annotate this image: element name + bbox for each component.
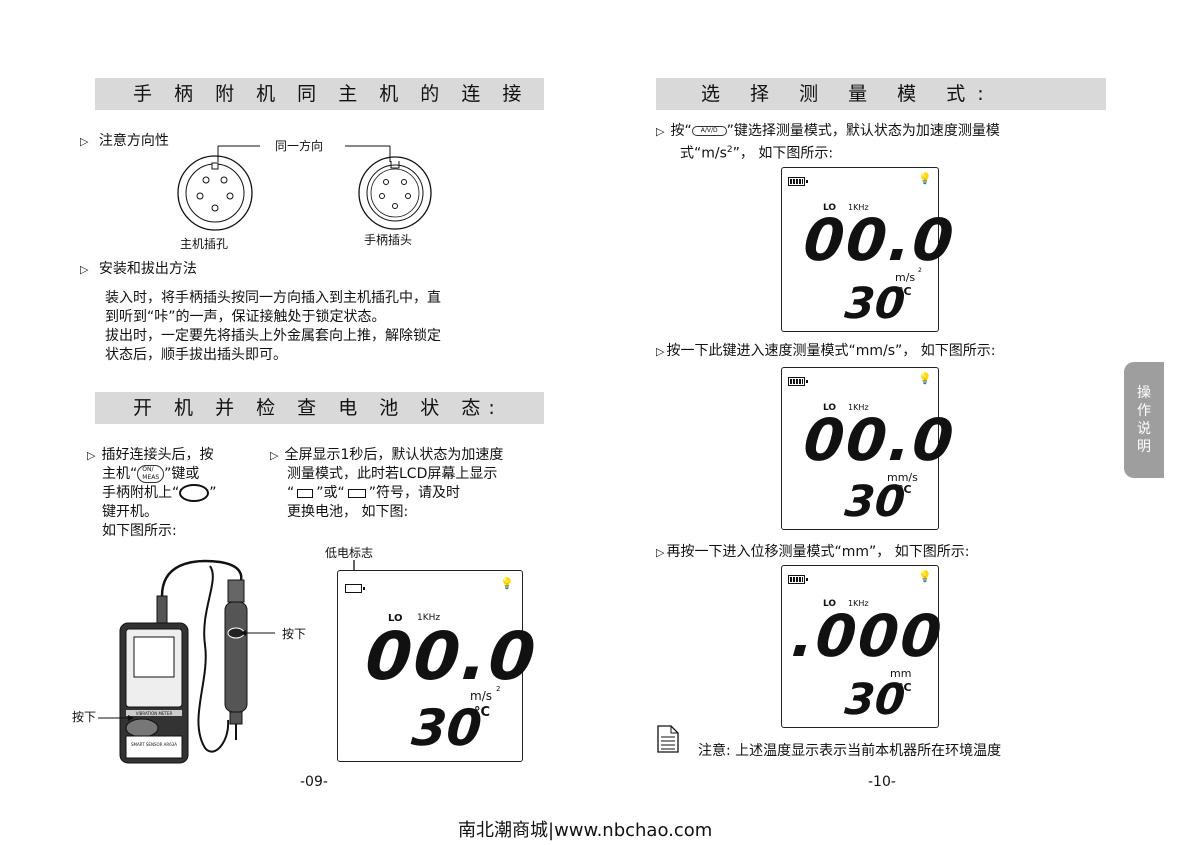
lcd-display-low-battery: 💡 LO 1KHz 00.0 m/s 2 30 °C [337, 570, 540, 762]
install-paragraph: 装入时，将手柄插头按同一方向插入到主机插孔中，直 到听到“咔”的一声，保证接触处… [105, 290, 441, 363]
triangle-bullet-icon: ▷ [656, 546, 665, 559]
same-direction-label: 同一方向 [275, 139, 324, 153]
battery-full-icon [788, 377, 808, 386]
page-number-left: -09- [300, 774, 328, 790]
battery-full-icon [788, 177, 808, 186]
backlight-bulb-icon: 💡 [918, 372, 932, 385]
displacement-mode-text: ▷再按一下进入位移测量模式“mm”， 如下图所示: [656, 544, 970, 560]
section-title-mode: 选 择 测 量 模 式: [656, 78, 1106, 110]
bullet-install: ▷ 安装和拔出方法 [80, 261, 197, 277]
note-document-icon [657, 725, 679, 753]
press-label-handle: 按下 [282, 627, 307, 641]
triangle-bullet-icon: ▷ [656, 345, 665, 358]
lcd-display-displacement: 💡 LO 1KHz .000 mm 30 °C [781, 565, 946, 728]
backlight-bulb-icon: 💡 [918, 570, 932, 583]
connector-diagram [177, 145, 432, 231]
footer-watermark: 南北潮商城|www.nbchao.com [458, 820, 713, 841]
battery-full-icon [788, 575, 808, 584]
side-tab-label: 操 作 说 明 [1137, 385, 1151, 455]
lcd-display-velocity: 💡 LO 1KHz 00.0 mm/s 30 °C [781, 367, 958, 530]
triangle-bullet-icon: ▷ [656, 125, 665, 138]
triangle-bullet-icon: ▷ [270, 449, 279, 462]
vibration-meter-illustration: VIBRATION METER SMART SENSOR AR63A [98, 559, 275, 764]
main-socket-label: 主机插孔 [180, 237, 229, 251]
side-tab-operation[interactable]: 操 作 说 明 [1124, 362, 1164, 478]
low-battery-label: 低电标志 [325, 546, 374, 560]
triangle-bullet-icon: ▷ [87, 449, 96, 462]
device-label: VIBRATION METER [136, 711, 173, 716]
bullet-direction: ▷ 注意方向性 [80, 133, 169, 149]
lcd-display-acceleration: 💡 LO 1KHz 00.0 m/s 2 30 °C [781, 167, 958, 332]
section-title-power: 开 机 并 检 查 电 池 状 态: [95, 392, 544, 424]
device-model-label: SMART SENSOR AR63A [131, 742, 177, 747]
low-battery-instructions: ▷全屏显示1秒后，默认状态为加速度 测量模式，此时若LCD屏幕上显示 “”或“”… [270, 447, 504, 520]
battery-empty-icon [347, 488, 366, 498]
handle-button-icon [179, 484, 210, 502]
power-on-instructions: ▷插好连接头后，按 主机“ON/MEAS”键或 手柄附机上“” 键开机。 如下图… [87, 447, 217, 539]
press-label-main: 按下 [72, 710, 97, 724]
backlight-bulb-icon: 💡 [500, 577, 514, 590]
speed-mode-text: ▷按一下此键进入速度测量模式“mm/s”， 如下图所示: [656, 343, 996, 359]
battery-low-icon [297, 488, 314, 498]
avd-key-icon: A/V/D [691, 126, 727, 136]
page-number-right: -10- [868, 774, 896, 790]
note-text: 注意: 上述温度显示表示当前本机器所在环境温度 [698, 743, 1002, 759]
handle-plug-label: 手柄插头 [364, 233, 413, 247]
section-title-connection: 手 柄 附 机 同 主 机 的 连 接 [95, 78, 544, 110]
triangle-bullet-icon: ▷ [80, 263, 89, 276]
on-meas-key-icon: ON/MEAS [137, 465, 165, 483]
backlight-bulb-icon: 💡 [918, 172, 932, 185]
battery-empty-icon [345, 584, 365, 593]
mode-intro: ▷按“A/V/D”键选择测量模式，默认状态为加速度测量模 式“m/s2”， 如下… [656, 123, 1000, 162]
triangle-bullet-icon: ▷ [80, 135, 89, 148]
